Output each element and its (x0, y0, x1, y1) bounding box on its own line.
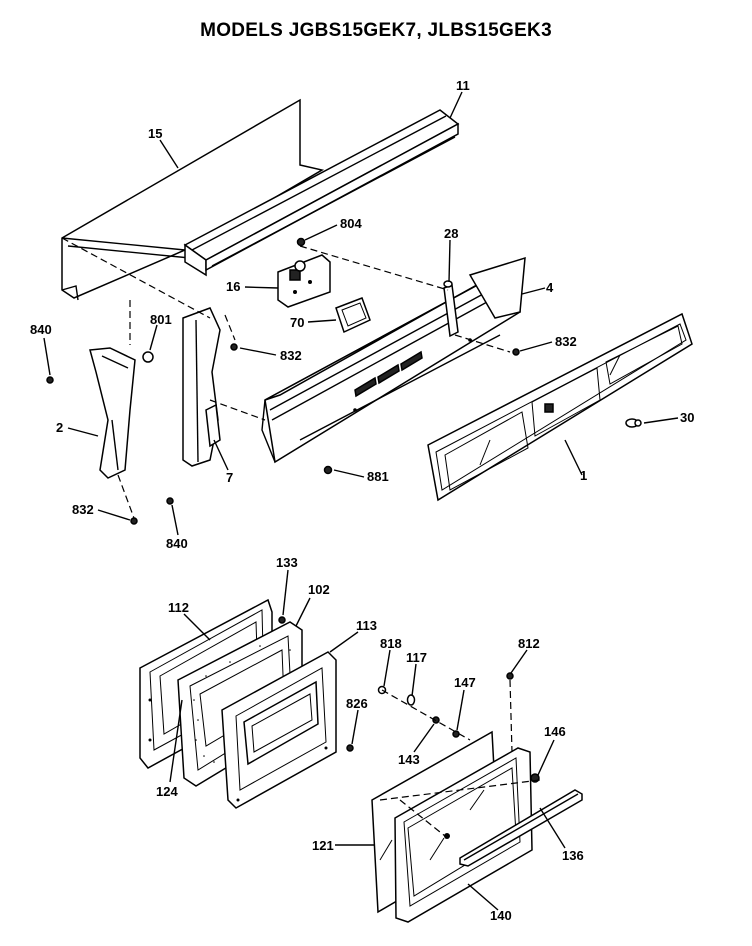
callout-113: 113 (356, 618, 377, 633)
callout-143: 143 (398, 752, 420, 767)
callout-133: 133 (276, 555, 298, 570)
callout-117: 117 (406, 650, 427, 665)
assembly-lines-lower (379, 679, 541, 837)
callout-812: 812 (518, 636, 540, 651)
callout-840-lower: 840 (166, 536, 188, 551)
leader-lines-upper (43, 91, 679, 536)
callout-801: 801 (150, 312, 172, 327)
part-7-end-cap (182, 307, 221, 467)
callout-804: 804 (340, 216, 362, 231)
callout-840-upper: 840 (30, 322, 52, 337)
part-2-end-bracket (89, 347, 136, 479)
callout-124: 124 (156, 784, 178, 799)
callout-4: 4 (546, 280, 554, 295)
diagram-title: MODELS JGBS15GEK7, JLBS15GEK3 (200, 20, 552, 41)
callout-147: 147 (454, 675, 476, 690)
callout-826: 826 (346, 696, 368, 711)
callout-labels: 11 15 804 28 16 4 840 801 70 832 832 2 7… (30, 78, 694, 923)
callout-30: 30 (680, 410, 694, 425)
callout-121: 121 (312, 838, 334, 853)
part-113-inner-panel (221, 651, 337, 809)
callout-7: 7 (226, 470, 233, 485)
callout-70: 70 (290, 315, 304, 330)
callout-146: 146 (544, 724, 566, 739)
part-28-bracket (443, 280, 459, 338)
part-140-door-frame (394, 747, 533, 923)
callout-28: 28 (444, 226, 458, 241)
leader-lines-lower (169, 569, 566, 911)
callout-832-left: 832 (72, 502, 94, 517)
callout-832-center: 832 (280, 348, 302, 363)
callout-2: 2 (56, 420, 63, 435)
callout-11: 11 (456, 78, 470, 93)
callout-15: 15 (148, 126, 162, 141)
part-15-rear-panel (61, 98, 325, 301)
callout-16: 16 (226, 279, 240, 294)
assembly-lines-upper (61, 237, 511, 519)
callout-832-right: 832 (555, 334, 577, 349)
part-1-trim-panel (427, 312, 693, 502)
part-136-handle (459, 789, 583, 867)
part-70-gasket (335, 297, 371, 334)
callout-112: 112 (168, 600, 189, 615)
callout-881: 881 (367, 469, 389, 484)
part-11-top-channel (183, 109, 460, 277)
callout-140: 140 (490, 908, 512, 923)
callout-818: 818 (380, 636, 402, 651)
callout-136: 136 (562, 848, 584, 863)
callout-1: 1 (580, 468, 587, 483)
part-4-control-panel (261, 256, 526, 464)
callout-102: 102 (308, 582, 330, 597)
part-30-knob (625, 418, 642, 428)
upper-screws (46, 237, 520, 525)
part-16-switch (277, 254, 331, 308)
lower-fasteners (278, 616, 540, 783)
